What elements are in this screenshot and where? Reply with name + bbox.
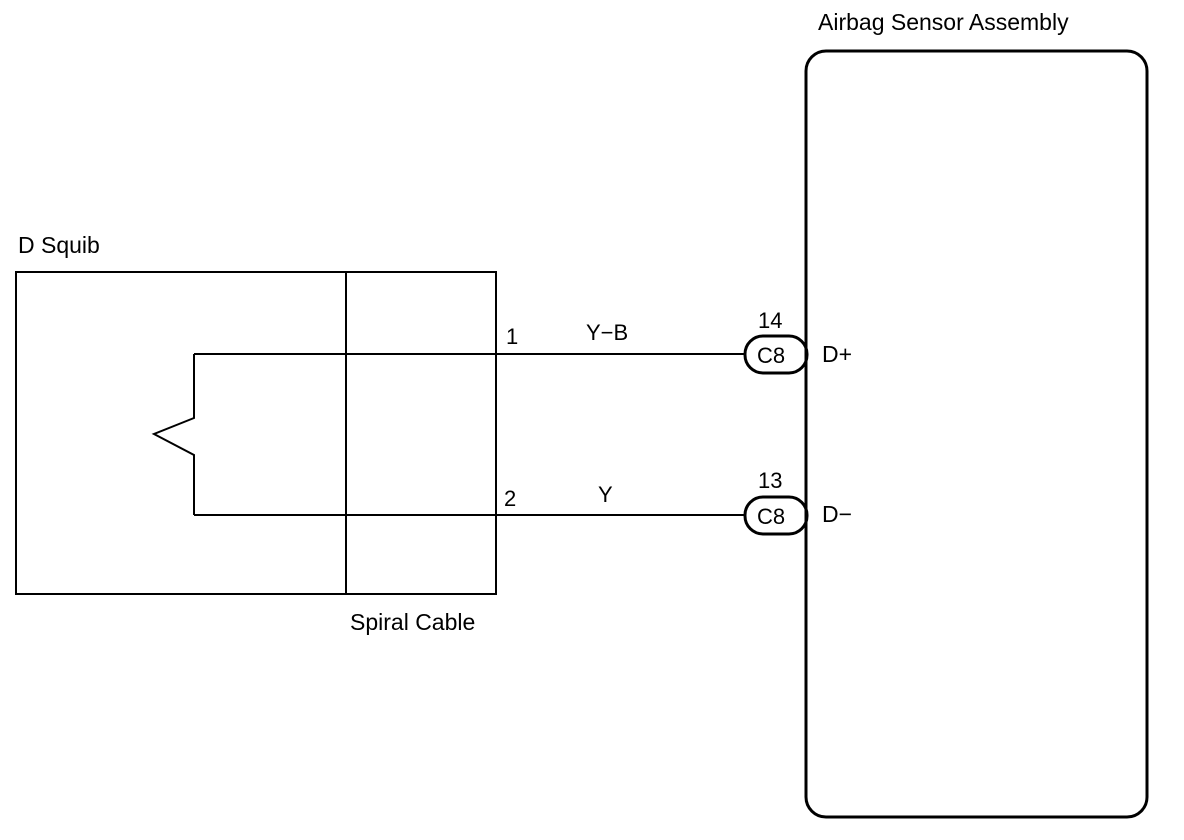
wire-1-spiral-pin: 1 (506, 324, 518, 349)
wire-2-terminal: D− (822, 501, 852, 527)
squib-box (15, 271, 347, 595)
wire-1-connector-pin: 14 (758, 308, 782, 333)
wire-1-color-code: Y−B (586, 320, 628, 345)
sensor-assembly-box (804, 49, 1149, 819)
wire-2-color-code: Y (598, 482, 613, 507)
squib-label: D Squib (18, 232, 100, 258)
wire-2-connector: C8 (757, 504, 785, 529)
sensor-assembly-label: Airbag Sensor Assembly (818, 9, 1069, 35)
spiral-cable-label: Spiral Cable (350, 609, 475, 635)
wire-1-terminal: D+ (822, 341, 852, 367)
wire-2-spiral-pin: 2 (504, 486, 516, 511)
wire-2-connector-shape (743, 495, 809, 536)
spiral-cable-box (345, 271, 497, 595)
wire-1-connector: C8 (757, 343, 785, 368)
wire-1-connector-shape (743, 334, 809, 375)
wire-2-connector-pin: 13 (758, 468, 782, 493)
squib-element (151, 354, 195, 515)
